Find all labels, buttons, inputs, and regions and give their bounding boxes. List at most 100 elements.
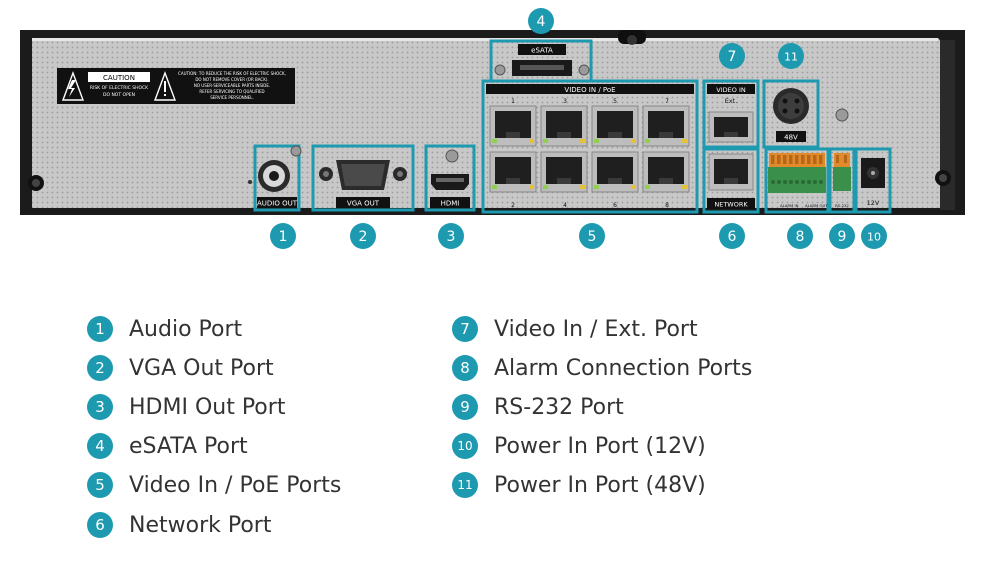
poe-jack-icon [591, 105, 639, 147]
circled-number-11-icon: 11 [452, 472, 478, 498]
legend-label-network-port: Network Port [129, 512, 272, 538]
callout-badge-5: 5 [579, 223, 605, 249]
alarm-out-label: ALARM OUT [805, 203, 828, 208]
legend-label-alarm-connection-ports: Alarm Connection Ports [494, 355, 753, 381]
alarm-in-label: ALARM IN [780, 203, 799, 208]
legend-label-esata-port: eSATA Port [129, 433, 248, 459]
poe-number-4: 4 [563, 202, 567, 209]
poe-ports-highlight [481, 79, 699, 214]
legend-label-rs232-port: RS-232 Port [494, 394, 624, 420]
legend-item-7: 7 Video In / Ext. Port [452, 314, 698, 344]
callout-badge-1: 1 [270, 223, 296, 249]
warning-line-2: DO NOT REMOVE COVER (OR BACK). [195, 77, 268, 82]
network-label: NETWORK [714, 201, 748, 209]
ext-label: Ext. [725, 97, 738, 105]
circled-number-7-icon: 7 [452, 316, 478, 342]
warning-exclamation-icon [153, 70, 177, 101]
circled-number-5-icon: 5 [87, 472, 113, 498]
poe-jack-icon [540, 151, 588, 193]
legend-item-8: 8 Alarm Connection Ports [452, 353, 752, 383]
power-12v-label: 12V [867, 199, 880, 207]
warning-line-5: SERVICE PERSONNEL. [210, 95, 254, 100]
svg-text:5: 5 [588, 229, 597, 245]
poe-number-1: 1 [511, 98, 515, 105]
hdmi-port-highlight [424, 144, 476, 212]
legend-label-video-in-ext-port: Video In / Ext. Port [494, 316, 698, 342]
video-in-poe-label: VIDEO IN / PoE [564, 86, 615, 94]
svg-text:4: 4 [537, 14, 546, 30]
callout-badge-2: 2 [350, 223, 376, 249]
legend-item-2: 2 VGA Out Port [87, 353, 274, 383]
caution-title: CAUTION [103, 74, 135, 82]
network-port-highlight [702, 147, 760, 214]
svg-text:9: 9 [838, 229, 847, 245]
circled-number-8-icon: 8 [452, 355, 478, 381]
svg-text:1: 1 [279, 229, 288, 245]
poe-jack-icon [642, 151, 690, 193]
callout-badge-10: 10 [861, 223, 887, 249]
svg-text:6: 6 [728, 229, 737, 245]
circled-number-3-icon: 3 [87, 394, 113, 420]
legend-label-hdmi-out-port: HDMI Out Port [129, 394, 286, 420]
vga-out-label: VGA OUT [347, 200, 380, 208]
warning-line-4: REFER SERVICING TO QUALIFIED [199, 89, 264, 94]
poe-jack-icon [591, 151, 639, 193]
circled-number-1-icon: 1 [87, 316, 113, 342]
circled-number-4-icon: 4 [87, 433, 113, 459]
warning-line-3: NO USER-SERVICEABLE PARTS INSIDE. [194, 83, 270, 88]
svg-text:2: 2 [359, 229, 368, 245]
legend-item-3: 3 HDMI Out Port [87, 392, 285, 422]
svg-text:7: 7 [728, 49, 737, 65]
poe-number-6: 6 [613, 202, 617, 209]
legend-label-video-in-poe-ports: Video In / PoE Ports [129, 472, 342, 498]
poe-number-8: 8 [665, 202, 669, 209]
vga-port-highlight [311, 144, 415, 212]
poe-jack-icon [642, 105, 690, 147]
svg-text:8: 8 [796, 229, 805, 245]
legend-item-10: 10 Power In Port (12V) [452, 431, 706, 461]
poe-number-3: 3 [563, 98, 567, 105]
warning-line-1: CAUTION: TO REDUCE THE RISK OF ELECTRIC … [178, 71, 286, 76]
top-screw-icon [627, 35, 637, 45]
callout-badge-7: 7 [719, 43, 745, 69]
legend-item-6: 6 Network Port [87, 510, 271, 540]
legend-label-power-in-12v: Power In Port (12V) [494, 433, 706, 459]
legend-item-11: 11 Power In Port (48V) [452, 470, 706, 500]
circled-number-2-icon: 2 [87, 355, 113, 381]
video-in-label: VIDEO IN [716, 86, 746, 94]
video-in-ext-highlight [702, 79, 760, 149]
poe-number-5: 5 [613, 98, 617, 105]
power-48v-highlight [762, 79, 820, 149]
callout-badge-9: 9 [829, 223, 855, 249]
svg-text:10: 10 [867, 231, 881, 244]
legend-item-9: 9 RS-232 Port [452, 392, 624, 422]
esata-label: eSATA [531, 47, 553, 55]
circled-number-6-icon: 6 [87, 512, 113, 538]
rs232-port-highlight [828, 147, 856, 214]
legend-label-vga-out-port: VGA Out Port [129, 355, 274, 381]
callout-badge-6: 6 [719, 223, 745, 249]
nvr-rear-panel: CAUTION RISK OF ELECTRIC SHOCK DO NOT OP… [20, 8, 965, 249]
legend-item-5: 5 Video In / PoE Ports [87, 470, 341, 500]
hdmi-label: HDMI [441, 200, 460, 208]
poe-jack-icon [489, 151, 537, 193]
warning-triangle-icon [61, 70, 85, 101]
poe-jack-icon [489, 105, 537, 147]
alarm-ports-highlight [764, 147, 830, 214]
alarm-terminal-block [768, 153, 826, 193]
poe-number-2: 2 [511, 202, 515, 209]
circled-number-9-icon: 9 [452, 394, 478, 420]
callout-badge-4: 4 [528, 8, 554, 34]
legend-item-1: 1 Audio Port [87, 314, 242, 344]
legend-item-4: 4 eSATA Port [87, 431, 248, 461]
alarm-terminals-icon [768, 153, 826, 193]
poe-jack-grid [489, 105, 690, 193]
poe-jack-icon [540, 105, 588, 147]
power-48v-label: 48V [784, 134, 798, 142]
svg-text:3: 3 [447, 229, 456, 245]
audio-out-label: AUDIO OUT [257, 200, 298, 208]
legend-label-audio-port: Audio Port [129, 316, 243, 342]
power-12v-highlight [854, 147, 892, 214]
caution-line-1: RISK OF ELECTRIC SHOCK [90, 85, 149, 91]
